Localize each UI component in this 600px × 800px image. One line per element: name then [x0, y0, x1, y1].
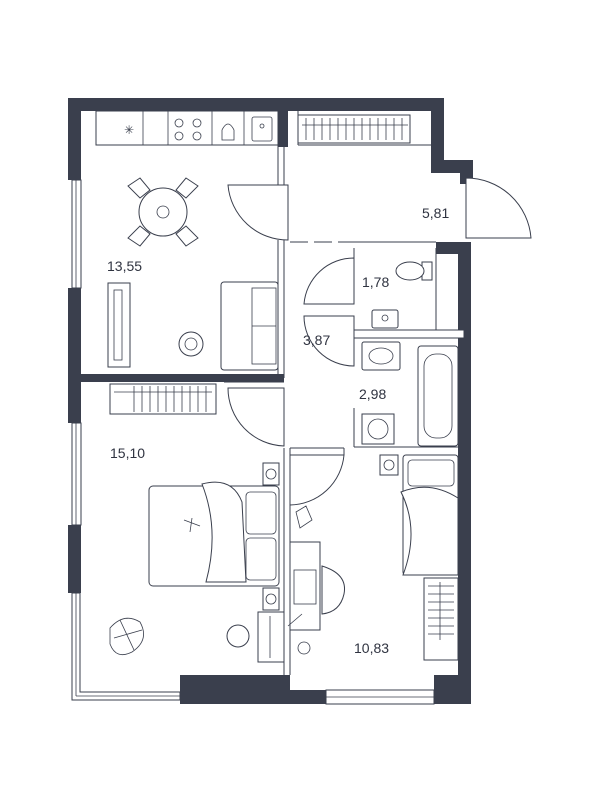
area-label-bedroom-1: 15,10 [110, 445, 145, 461]
area-label-kitchen: 13,55 [107, 258, 142, 274]
area-label-wc: 1,78 [362, 274, 389, 290]
area-label-hallway: 3,87 [303, 332, 330, 348]
bathroom-fixtures [361, 341, 459, 447]
area-label-bedroom-2: 10,83 [354, 640, 389, 656]
wc-fixtures [371, 261, 433, 329]
windows [71, 179, 435, 705]
svg-text:✳: ✳ [124, 123, 134, 137]
sofa [107, 281, 279, 371]
area-labels: 13,55 5,81 1,78 3,87 2,98 15,10 10,83 [107, 205, 449, 656]
doors [227, 177, 532, 506]
bedroom-1-furniture [109, 383, 285, 663]
kitchen-counter: ✳ [95, 110, 279, 146]
bedroom-2-furniture [287, 454, 459, 661]
dining-table [127, 177, 199, 247]
area-label-bathroom: 2,98 [359, 386, 386, 402]
area-label-storage: 5,81 [422, 205, 449, 221]
storage-shelves [297, 114, 411, 144]
walls [68, 98, 473, 704]
